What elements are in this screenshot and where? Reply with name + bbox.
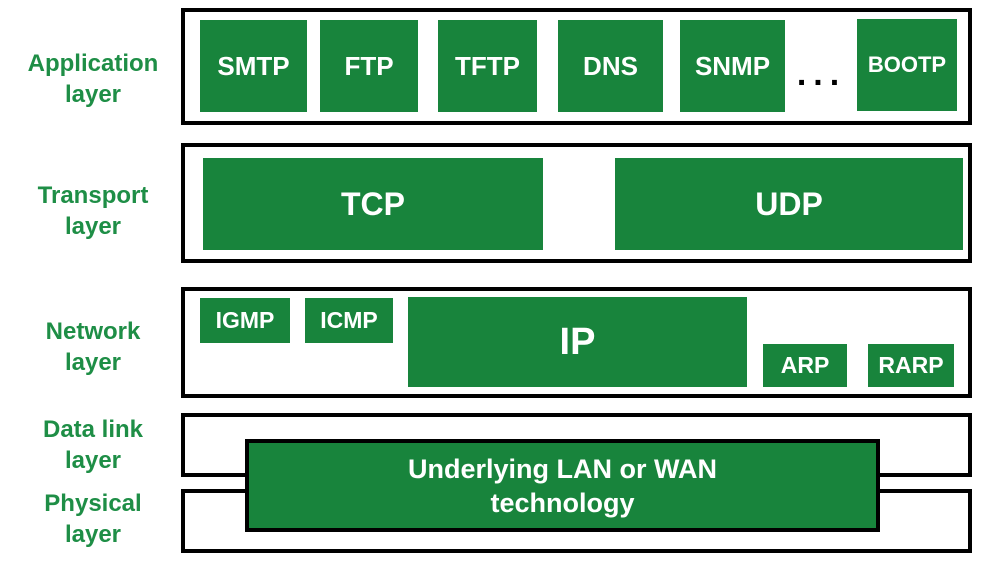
protocol-box-snmp: SNMP xyxy=(680,20,785,112)
label-line: Transport xyxy=(37,182,149,209)
label-line: layer xyxy=(64,213,122,240)
protocol-box-smtp: SMTP xyxy=(200,20,307,112)
label-line: Application xyxy=(27,50,159,77)
transport-layer-container: TCP UDP xyxy=(181,143,972,263)
label-line: Physical xyxy=(44,490,142,517)
ellipsis-more-protocols: ... xyxy=(796,54,847,93)
label-line: Data link xyxy=(42,416,144,443)
protocol-box-udp: UDP xyxy=(615,158,963,250)
label-network-layer: Network layer xyxy=(0,316,186,378)
protocol-box-tftp: TFTP xyxy=(438,20,537,112)
label-line: layer xyxy=(64,349,122,376)
protocol-box-ip: IP xyxy=(408,297,747,387)
protocol-box-bootp: BOOTP xyxy=(857,19,957,111)
label-physical-layer: Physical layer xyxy=(0,488,186,550)
label-line: layer xyxy=(64,447,122,474)
protocol-box-rarp: RARP xyxy=(868,344,954,387)
label-line: Network xyxy=(45,318,141,345)
network-layer-container: IGMP ICMP IP ARP RARP xyxy=(181,287,972,398)
label-line: layer xyxy=(64,521,122,548)
protocol-box-igmp: IGMP xyxy=(200,298,290,343)
underlying-technology-box: Underlying LAN or WAN technology xyxy=(245,439,880,532)
application-layer-container: SMTP FTP TFTP DNS SNMP ... BOOTP xyxy=(181,8,972,125)
label-transport-layer: Transport layer xyxy=(0,180,186,242)
protocol-box-dns: DNS xyxy=(558,20,663,112)
label-line: layer xyxy=(64,81,122,108)
technology-text-line: technology xyxy=(490,487,635,518)
protocol-box-ftp: FTP xyxy=(320,20,418,112)
protocol-box-arp: ARP xyxy=(763,344,847,387)
protocol-box-icmp: ICMP xyxy=(305,298,393,343)
protocol-box-tcp: TCP xyxy=(203,158,543,250)
label-application-layer: Application layer xyxy=(0,48,186,110)
label-data-link-layer: Data link layer xyxy=(0,414,186,476)
technology-text-line: Underlying LAN or WAN xyxy=(408,453,717,484)
